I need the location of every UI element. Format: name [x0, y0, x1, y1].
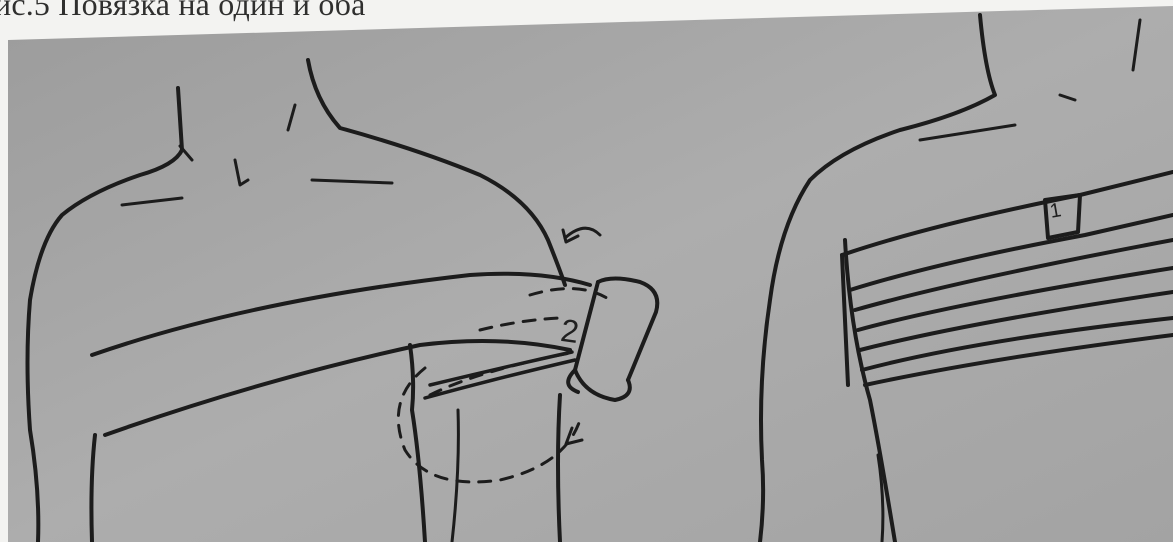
bandage-drawing [0, 0, 1173, 542]
bandage-illustration: 2 1 [0, 0, 1173, 542]
